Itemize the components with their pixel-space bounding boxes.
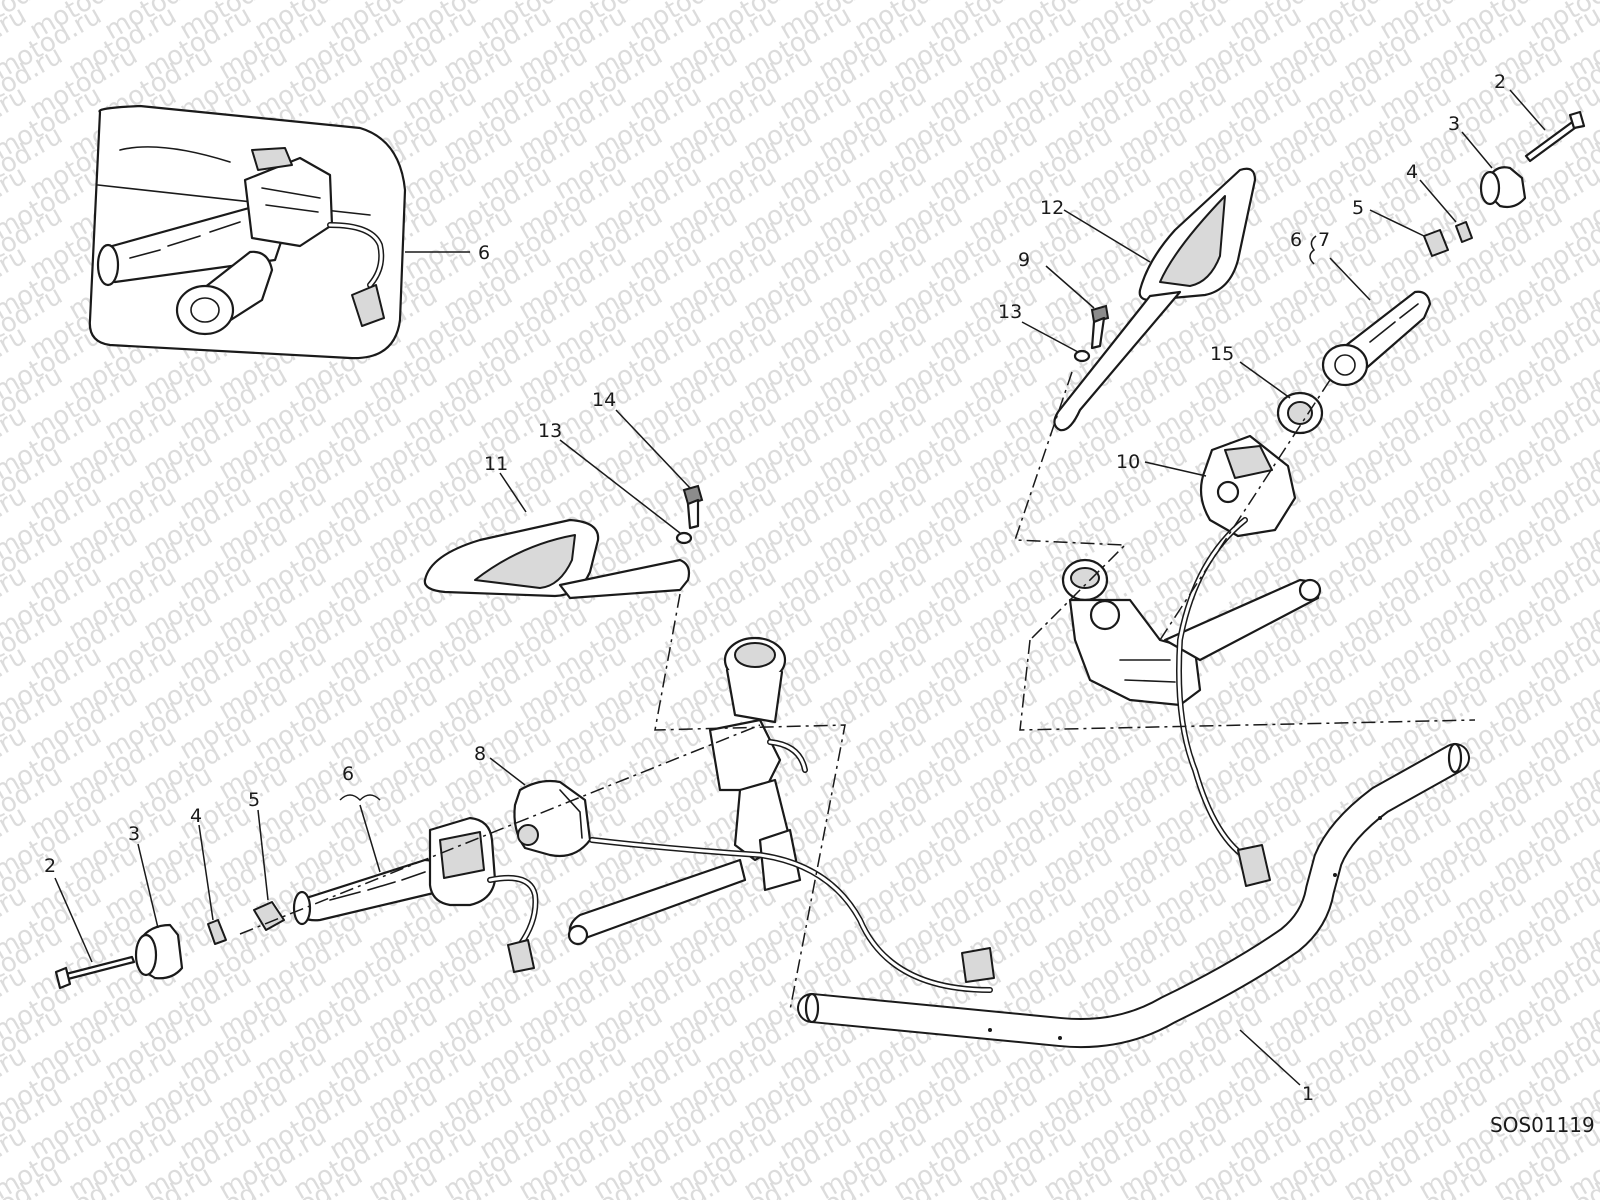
- inset-grip-preview: [90, 106, 405, 358]
- callout-bolt-right: 2: [1494, 71, 1506, 93]
- callout-grip-set-inset: 6: [478, 242, 490, 264]
- washer-left: [677, 533, 691, 543]
- callout-spacer-left: 4: [190, 805, 202, 827]
- callout-switch-left: 8: [474, 743, 486, 765]
- callout-grip-right: 7: [1318, 229, 1330, 251]
- callout-ring-right: 15: [1210, 343, 1234, 365]
- end-weight-left: [136, 925, 182, 978]
- drawing-code: SOS01119: [1490, 1113, 1595, 1137]
- callout-spacer-right: 4: [1406, 161, 1418, 183]
- callout-handlebar: 1: [1302, 1083, 1314, 1105]
- callout-end-weight-right: 3: [1448, 113, 1460, 135]
- callout-insert-right: 5: [1352, 197, 1364, 219]
- washer-right: [1075, 351, 1089, 361]
- callout-bolt-left: 2: [44, 855, 56, 877]
- callout-mirror-right: 12: [1040, 197, 1064, 219]
- callout-washer-left: 13: [538, 420, 562, 442]
- callout-end-weight-left: 3: [128, 823, 140, 845]
- callout-screw-mirror-left: 14: [592, 389, 616, 411]
- callout-washer-right: 13: [998, 301, 1022, 323]
- callout-grip-set-left: 6: [342, 763, 354, 785]
- callout-mirror-left: 11: [484, 453, 508, 475]
- callout-switch-right: 10: [1116, 451, 1140, 473]
- callout-screw-mirror-right: 9: [1018, 249, 1030, 271]
- callout-insert-left: 5: [248, 789, 260, 811]
- callout-grip-set-right: 6: [1290, 229, 1302, 251]
